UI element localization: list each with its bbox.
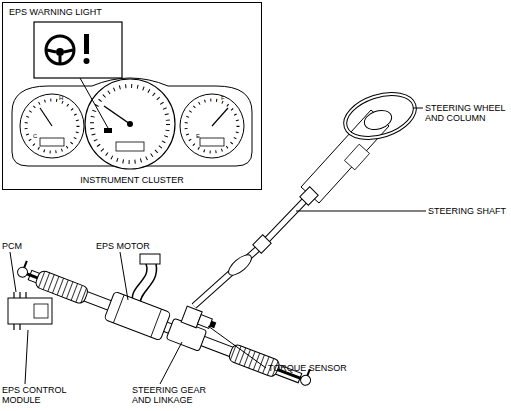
module-connector	[34, 304, 48, 318]
column-switch	[344, 144, 369, 170]
inset-heading: EPS WARNING LIGHT	[9, 7, 102, 17]
leader-line	[80, 78, 108, 128]
dash-flange	[225, 251, 254, 278]
part-label: INSTRUMENT CLUSTER	[3, 175, 261, 185]
rack-tube	[28, 270, 302, 382]
gauge-mark: F	[221, 95, 225, 102]
motor-connector	[140, 254, 160, 264]
leader-line	[25, 330, 28, 384]
exclamation-dot	[84, 58, 90, 64]
leader-line	[413, 108, 423, 109]
gauge-display	[200, 138, 224, 146]
wheel-icon-hub	[56, 48, 64, 56]
motor-harness	[140, 264, 157, 304]
part-label: PCM	[2, 241, 42, 251]
motor-harness	[132, 264, 147, 303]
eps-control-module	[8, 298, 52, 324]
steering-wheel-rim-inner	[340, 86, 421, 146]
motor-band	[113, 295, 124, 323]
leader-line	[10, 252, 16, 292]
universal-joint	[300, 187, 318, 205]
part-label: EPS MOTOR	[96, 241, 166, 251]
leader-line	[296, 211, 426, 212]
module-pins	[14, 292, 26, 330]
steering-wheel-hub	[362, 107, 394, 133]
gauge-ticks	[92, 86, 168, 162]
exclamation-bar	[84, 34, 89, 54]
wheel-icon-spokes	[47, 50, 73, 63]
tie-rod-end	[299, 374, 312, 387]
gauge-mark: C	[33, 133, 37, 140]
steering-gear	[13, 245, 320, 396]
gauge-mark: H	[59, 95, 63, 102]
part-label: STEERING GEAR AND LINKAGE	[132, 385, 216, 405]
eps-motor-body	[104, 291, 171, 340]
warning-light-box	[34, 22, 122, 78]
tie-rod-stud	[24, 261, 26, 268]
gauge-needle	[212, 108, 228, 126]
leader-line	[160, 342, 182, 384]
steering-shaft	[194, 195, 310, 306]
wheel-icon	[46, 36, 74, 64]
gauge-display	[40, 138, 64, 146]
part-label: TORQUE SENSOR	[268, 363, 350, 373]
leader-line	[208, 326, 266, 368]
gauge-mark: E	[196, 133, 200, 140]
leader-line	[120, 252, 128, 300]
needle-hub	[127, 121, 133, 127]
steering-shaft-outline	[194, 195, 310, 306]
speedometer	[85, 79, 175, 169]
gauge-needle	[40, 108, 52, 126]
warning-lamp	[104, 128, 112, 133]
part-label: STEERING WHEEL AND COLUMN	[425, 103, 509, 123]
universal-joint	[253, 235, 271, 253]
gauge-ticks	[26, 100, 78, 152]
gauge-display	[116, 142, 144, 151]
part-label: EPS CONTROL MODULE	[2, 385, 72, 405]
part-label: STEERING SHAFT	[428, 206, 510, 216]
gauge-ticks	[186, 100, 238, 152]
fuel-gauge	[180, 94, 244, 158]
tie-rod-end	[16, 266, 29, 279]
steering-wheel-rim	[340, 86, 421, 146]
motor-band	[151, 309, 162, 337]
temp-gauge	[20, 94, 84, 158]
gauge-needle	[104, 106, 130, 124]
sensor-connector	[209, 321, 216, 328]
